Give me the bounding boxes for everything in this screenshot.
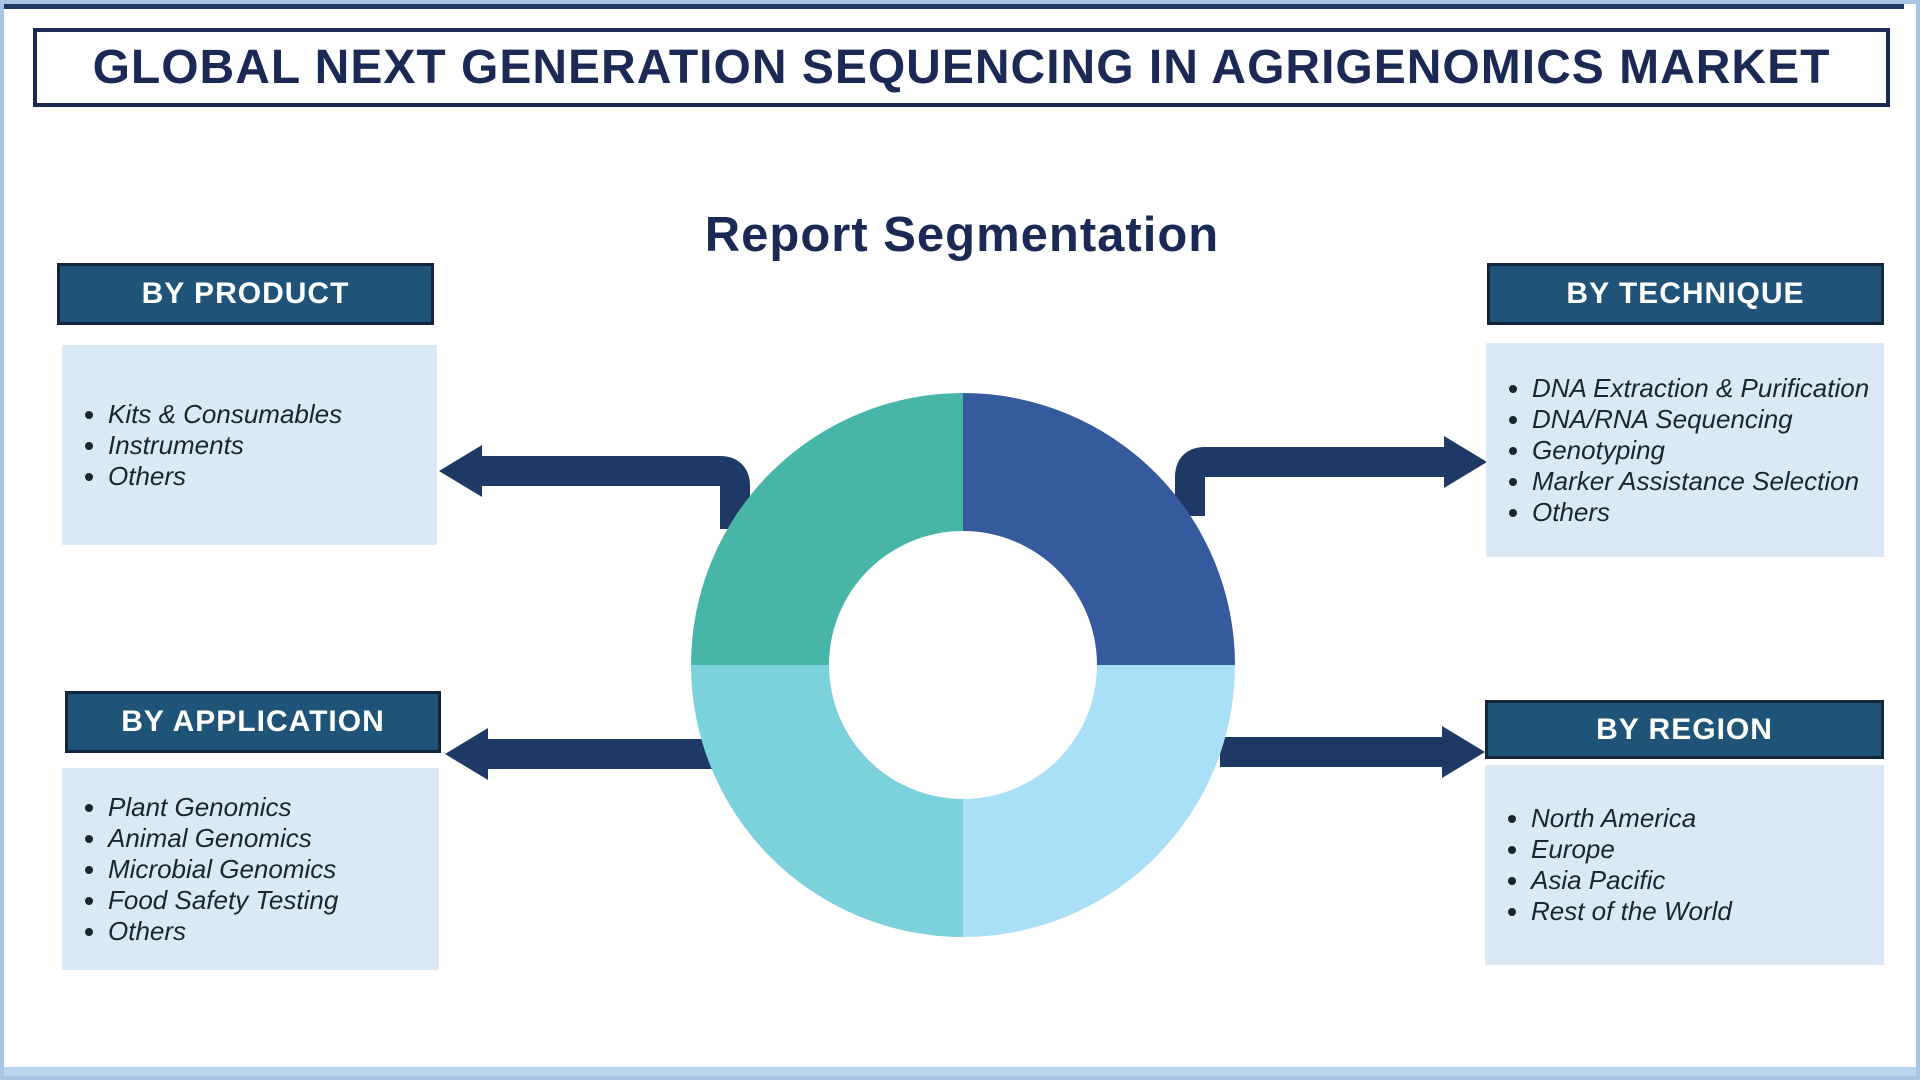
list-item: Genotyping [1532, 435, 1874, 466]
title-box: GLOBAL NEXT GENERATION SEQUENCING IN AGR… [33, 28, 1890, 107]
bullet-list: Plant GenomicsAnimal GenomicsMicrobial G… [62, 792, 439, 947]
list-item: North America [1531, 803, 1874, 834]
section-header-region: BY REGION [1485, 700, 1884, 759]
section-header-product: BY PRODUCT [57, 263, 434, 325]
arrow-to-product [439, 445, 750, 529]
donut-chart [691, 393, 1235, 937]
list-item: Microbial Genomics [108, 854, 429, 885]
bottom-accent-band [4, 1067, 1916, 1076]
top-accent-strip [4, 4, 1904, 9]
list-item: Plant Genomics [108, 792, 429, 823]
arrow-to-region [1220, 726, 1485, 778]
list-item: Instruments [108, 430, 427, 461]
bullet-list: Kits & ConsumablesInstrumentsOthers [62, 399, 437, 492]
list-item: DNA Extraction & Purification [1532, 373, 1874, 404]
connector-arrows [439, 436, 1487, 780]
arrow-to-technique [1175, 436, 1487, 516]
section-list-technique: DNA Extraction & PurificationDNA/RNA Seq… [1486, 343, 1884, 557]
list-item: Kits & Consumables [108, 399, 427, 430]
list-item: Food Safety Testing [108, 885, 429, 916]
section-label: BY TECHNIQUE [1566, 277, 1805, 310]
list-item: Animal Genomics [108, 823, 429, 854]
list-item: Others [108, 461, 427, 492]
section-heading: Report Segmentation [704, 208, 1220, 262]
section-list-product: Kits & ConsumablesInstrumentsOthers [62, 345, 437, 545]
section-label: BY PRODUCT [141, 277, 350, 310]
list-item: Others [1532, 497, 1874, 528]
list-item: Asia Pacific [1531, 865, 1874, 896]
list-item: DNA/RNA Sequencing [1532, 404, 1874, 435]
list-item: Others [108, 916, 429, 947]
arrow-to-application [445, 728, 714, 780]
page-title: GLOBAL NEXT GENERATION SEQUENCING IN AGR… [92, 41, 1831, 94]
section-label: BY REGION [1596, 712, 1773, 746]
section-list-region: North AmericaEuropeAsia PacificRest of t… [1485, 765, 1884, 965]
donut-hole [829, 531, 1097, 799]
section-header-application: BY APPLICATION [65, 691, 441, 753]
section-label: BY APPLICATION [121, 705, 385, 738]
list-item: Marker Assistance Selection [1532, 466, 1874, 497]
bullet-list: North AmericaEuropeAsia PacificRest of t… [1485, 803, 1884, 927]
section-header-technique: BY TECHNIQUE [1487, 263, 1884, 325]
bullet-list: DNA Extraction & PurificationDNA/RNA Seq… [1486, 373, 1884, 528]
section-list-application: Plant GenomicsAnimal GenomicsMicrobial G… [62, 768, 439, 970]
list-item: Europe [1531, 834, 1874, 865]
list-item: Rest of the World [1531, 896, 1874, 927]
